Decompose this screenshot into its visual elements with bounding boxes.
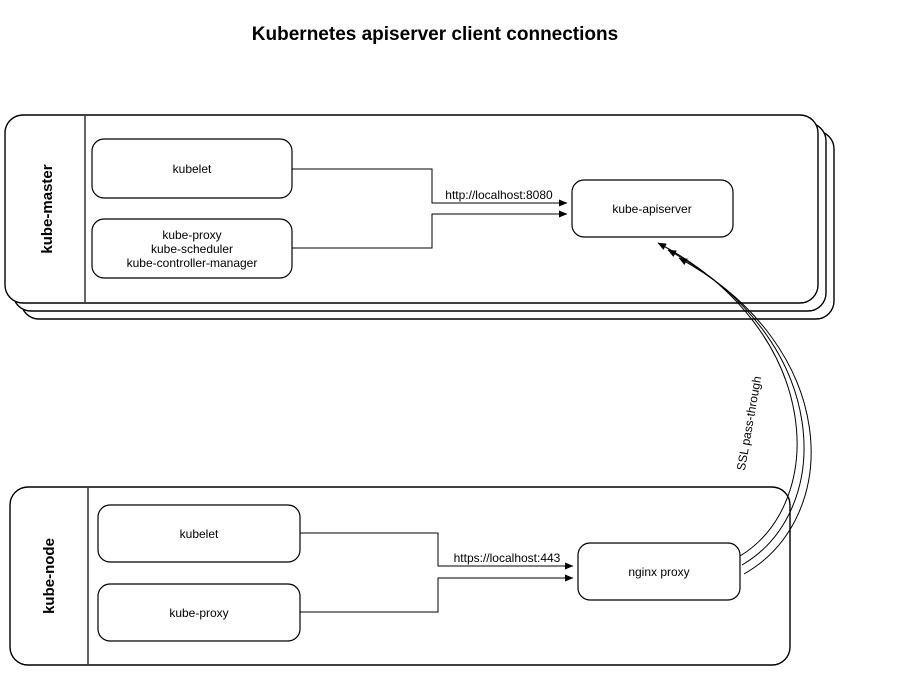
master-services-line-3: kube-controller-manager — [127, 256, 258, 270]
nginx-proxy-box — [577, 542, 741, 601]
nginx-proxy-label: nginx proxy — [628, 565, 689, 579]
ssl-curve-3 — [678, 257, 812, 575]
kube-apiserver-box — [571, 179, 734, 238]
master-kubelet-label: kubelet — [173, 162, 212, 176]
master-services-line-1: kube-proxy — [162, 228, 221, 242]
diagram-title: Kubernetes apiserver client connections — [252, 24, 618, 45]
kube-master-label: kube-master — [39, 164, 56, 253]
ssl-connection-label: SSL pass-through — [734, 375, 764, 472]
node-kubelet-to-nginx-line — [300, 532, 574, 570]
kube-node-label: kube-node — [41, 538, 58, 614]
node-kube-proxy-to-nginx-line — [300, 574, 574, 613]
master-kubelet-to-apiserver-line — [292, 168, 568, 207]
node-kube-proxy-label: kube-proxy — [169, 606, 228, 620]
master-connection-label: http://localhost:8080 — [445, 188, 553, 202]
kube-apiserver-label: kube-apiserver — [612, 202, 691, 216]
kube-node-group: kube-node kubelet kube-proxy nginx proxy… — [9, 486, 791, 666]
node-kubelet-label: kubelet — [180, 527, 219, 541]
kube-master-group: kube-master kubelet kube-proxy kube-sche… — [4, 114, 835, 320]
node-connection-label: https://localhost:443 — [454, 551, 561, 565]
master-services-line-2: kube-scheduler — [151, 242, 233, 256]
master-services-to-apiserver-line — [292, 210, 568, 249]
